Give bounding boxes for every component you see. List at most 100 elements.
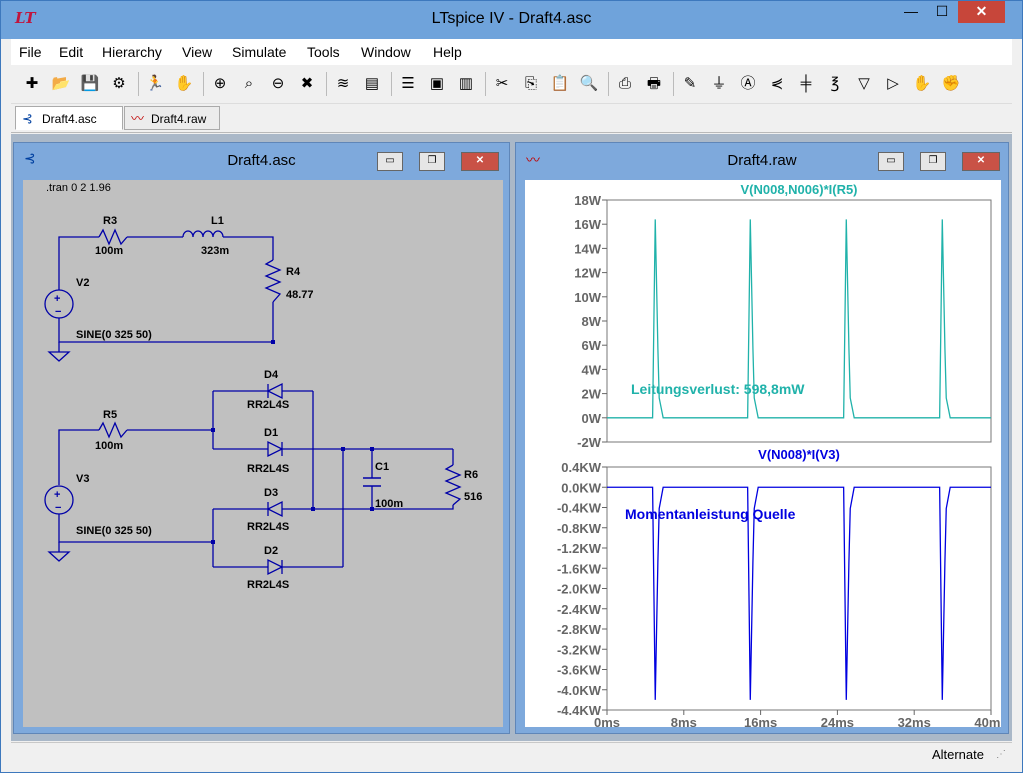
minimize-button[interactable]: —	[904, 3, 918, 19]
value-r3[interactable]: 100m	[95, 245, 123, 257]
close-button[interactable]: ✕	[958, 1, 1005, 23]
value-l1[interactable]: 323m	[201, 245, 229, 257]
resistor-r6-symbol[interactable]	[444, 464, 462, 506]
open-icon[interactable]: 📂	[51, 75, 71, 92]
autorange-icon[interactable]: ≋	[336, 75, 350, 92]
diode-d3-symbol[interactable]	[266, 500, 283, 518]
drag-icon[interactable]: ✊	[941, 75, 961, 92]
tile-horizontal-icon[interactable]: ☰	[401, 75, 415, 92]
value-v3[interactable]: SINE(0 325 50)	[76, 525, 152, 537]
plot-settings-icon[interactable]: ▤	[364, 75, 380, 92]
ref-r5[interactable]: R5	[103, 409, 117, 421]
value-r5[interactable]: 100m	[95, 440, 123, 452]
zoom-out-icon[interactable]: ⊖	[271, 75, 285, 92]
menu-view[interactable]: View	[182, 44, 213, 60]
ref-l1[interactable]: L1	[211, 215, 224, 227]
zoom-fit-icon[interactable]: ⌕	[244, 75, 254, 92]
capacitor-c1-symbol[interactable]	[363, 477, 381, 487]
control-panel-icon[interactable]: ⚙	[112, 75, 126, 92]
inductor-l1-symbol[interactable]	[182, 230, 224, 238]
ref-v2[interactable]: V2	[76, 277, 89, 289]
menu-file[interactable]: File	[19, 44, 42, 60]
status-bar: Alternate ⋰	[11, 742, 1012, 767]
resistor-r5-symbol[interactable]	[98, 421, 128, 439]
resize-grip-icon[interactable]: ⋰	[996, 749, 1006, 760]
schematic-canvas[interactable]: .tran 0 2 1.96	[23, 180, 503, 727]
ref-v3[interactable]: V3	[76, 473, 89, 485]
inductor-icon[interactable]: ℥	[830, 75, 840, 92]
resistor-r4-symbol[interactable]	[264, 259, 282, 303]
resistor-r3-symbol[interactable]	[98, 228, 128, 246]
toolbar-separator	[138, 72, 139, 96]
waveform-minimize-button[interactable]: ▭	[878, 152, 904, 171]
value-r4[interactable]: 48.77	[286, 289, 314, 301]
find-icon[interactable]: 🔍	[579, 75, 599, 92]
copy-icon[interactable]: ⎘	[524, 75, 537, 92]
ref-r6[interactable]: R6	[464, 469, 478, 481]
run-icon[interactable]: 🏃	[145, 75, 165, 92]
new-schematic-icon[interactable]: ✚	[25, 75, 39, 92]
cut-icon[interactable]: ✂	[495, 75, 509, 92]
spice-directive[interactable]: .tran 0 2 1.96	[46, 182, 111, 194]
value-d3[interactable]: RR2L4S	[247, 521, 289, 533]
ref-d4[interactable]: D4	[264, 369, 279, 381]
diode-d4-symbol[interactable]	[266, 382, 283, 400]
value-v2[interactable]: SINE(0 325 50)	[76, 329, 152, 341]
capacitor-icon[interactable]: ╪	[800, 75, 812, 92]
value-c1[interactable]: 100m	[375, 498, 403, 510]
schematic-window[interactable]: ⊰ Draft4.asc ▭ ❐ ✕ .tran 0 2 1.96	[13, 142, 510, 734]
save-icon[interactable]: 💾	[80, 75, 100, 92]
component-icon[interactable]: ▷	[887, 75, 899, 92]
ref-d1[interactable]: D1	[264, 427, 278, 439]
trace-title: V(N008)*I(V3)	[758, 447, 840, 462]
ref-r4[interactable]: R4	[286, 266, 301, 278]
diode-d1-symbol[interactable]	[267, 440, 284, 458]
value-r6[interactable]: 516	[464, 491, 482, 503]
schematic-minimize-button[interactable]: ▭	[377, 152, 403, 171]
waveform-close-button[interactable]: ✕	[962, 152, 1000, 171]
label-net-icon[interactable]: Ⓐ	[740, 75, 756, 92]
value-d4[interactable]: RR2L4S	[247, 399, 289, 411]
tab-draft4-raw[interactable]: 〰 Draft4.raw	[124, 106, 220, 130]
halt-icon[interactable]: ✋	[174, 75, 194, 92]
menu-hierarchy[interactable]: Hierarchy	[102, 44, 162, 60]
print-setup-icon[interactable]: ⎙	[618, 75, 631, 92]
zoom-in-icon[interactable]: ⊕	[213, 75, 227, 92]
waveform-tab-icon: 〰	[131, 111, 145, 126]
schematic-restore-button[interactable]: ❐	[419, 152, 445, 171]
menu-edit[interactable]: Edit	[59, 44, 84, 60]
menu-window[interactable]: Window	[361, 44, 411, 60]
ground-icon[interactable]: ⏚	[711, 75, 727, 92]
cancel-zoom-icon[interactable]: ✖	[300, 75, 314, 92]
menu-simulate[interactable]: Simulate	[232, 44, 287, 60]
ref-d3[interactable]: D3	[264, 487, 278, 499]
trace-annotation: Leitungsverlust: 598,8mW	[631, 381, 805, 397]
cascade-icon[interactable]: ▣	[429, 75, 445, 92]
value-d2[interactable]: RR2L4S	[247, 579, 289, 591]
voltage-source-v3-symbol[interactable]: + −	[44, 485, 74, 515]
schematic-close-button[interactable]: ✕	[461, 152, 499, 171]
value-d1[interactable]: RR2L4S	[247, 463, 289, 475]
plot-pane-top[interactable]: V(N008,N006)*I(R5)-2W0W2W4W6W8W10W12W14W…	[574, 182, 992, 450]
diode-d2-symbol[interactable]	[267, 558, 284, 576]
menu-help[interactable]: Help	[433, 44, 462, 60]
ref-c1[interactable]: C1	[375, 461, 389, 473]
toolbar-separator	[485, 72, 486, 96]
paste-icon[interactable]: 📋	[550, 75, 570, 92]
ref-r3[interactable]: R3	[103, 215, 117, 227]
move-icon[interactable]: ✋	[912, 75, 932, 92]
voltage-source-v2-symbol[interactable]: + −	[44, 289, 74, 319]
plot-pane-bottom[interactable]: V(N008)*I(V3)-4.4KW-4.0KW-3.6KW-3.2KW-2.…	[557, 447, 992, 718]
draw-wire-icon[interactable]: ✎	[683, 75, 697, 92]
resistor-icon[interactable]: ⋞	[770, 75, 784, 92]
diode-icon[interactable]: ▽	[858, 75, 870, 92]
waveform-restore-button[interactable]: ❐	[920, 152, 946, 171]
print-icon[interactable]: 🖶	[646, 75, 662, 92]
menu-tools[interactable]: Tools	[307, 44, 340, 60]
tile-vertical-icon[interactable]: ▥	[458, 75, 474, 92]
waveform-window[interactable]: 〰 Draft4.raw ▭ ❐ ✕ V(N008,N006)*I(R5)-2W…	[515, 142, 1009, 734]
maximize-button[interactable]: ☐	[935, 3, 949, 19]
tab-draft4-asc[interactable]: ⊰ Draft4.asc	[15, 106, 123, 130]
ref-d2[interactable]: D2	[264, 545, 278, 557]
